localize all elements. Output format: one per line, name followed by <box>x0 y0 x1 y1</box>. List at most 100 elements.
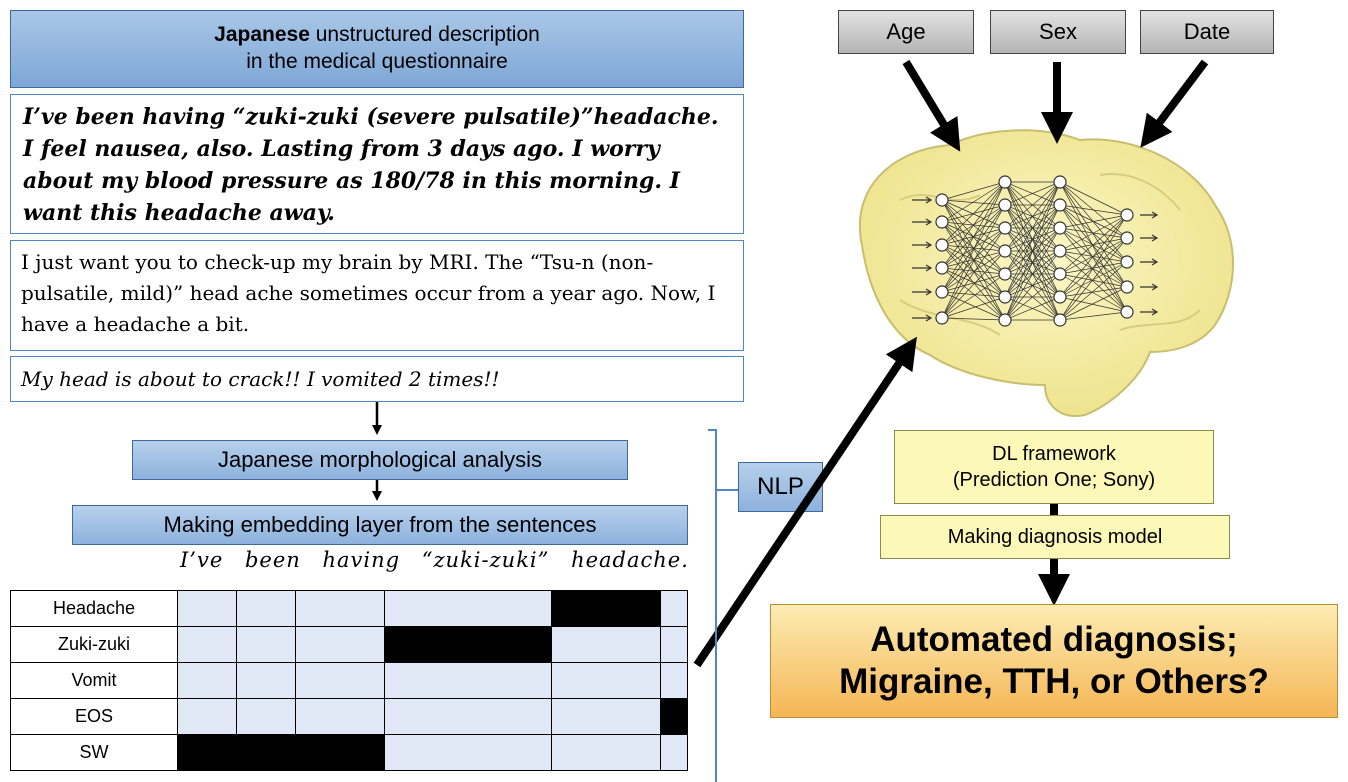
matrix-cell <box>295 590 385 627</box>
nn-connection <box>941 291 1006 298</box>
matrix-cell <box>551 662 661 699</box>
matrix-cell <box>177 590 237 627</box>
nn-connection <box>1059 250 1128 288</box>
questionnaire-sample-2: I just want you to check-up my brain by … <box>10 240 744 351</box>
nn-output-arrow <box>1140 308 1159 316</box>
sentence-word: having <box>322 548 401 572</box>
result-line1: Automated diagnosis; <box>870 620 1238 659</box>
nn-connection <box>1059 214 1128 321</box>
nn-connection <box>1059 181 1128 313</box>
embedding-layer-step: Making embedding layer from the sentence… <box>72 505 688 545</box>
matrix-cell <box>551 698 661 735</box>
matrix-row-label: Headache <box>10 590 178 627</box>
nn-node <box>1120 255 1134 269</box>
matrix-cell <box>177 662 237 699</box>
sentence-word: headache. <box>571 548 689 572</box>
nn-output-arrow <box>1140 234 1159 242</box>
nn-connection <box>941 181 1006 201</box>
nn-connection <box>941 181 1006 223</box>
nn-connection <box>1059 227 1128 263</box>
nn-connection <box>1059 204 1128 288</box>
nn-connection <box>941 250 1006 293</box>
diagnosis-model-box: Making diagnosis model <box>880 515 1230 559</box>
date-input-box: Date <box>1140 10 1274 54</box>
nn-connection <box>1004 204 1061 321</box>
nn-node <box>1053 267 1067 281</box>
matrix-cell-active <box>295 734 385 771</box>
matrix-cell <box>236 662 296 699</box>
nlp-bracket <box>708 429 717 782</box>
nn-connection <box>941 273 1006 319</box>
matrix-cell <box>384 698 552 735</box>
nn-connection <box>1004 181 1061 275</box>
nn-connection <box>1059 214 1128 275</box>
sentence-word: been <box>244 548 301 572</box>
nn-input-arrow <box>912 196 933 204</box>
nn-node <box>935 285 949 299</box>
nn-output-arrow <box>1140 211 1159 219</box>
nn-node <box>935 261 949 275</box>
matrix-cell-active <box>177 734 237 771</box>
nn-connection <box>1059 286 1128 321</box>
nn-connection <box>1004 181 1061 229</box>
matrix-cell <box>551 626 661 663</box>
nn-node <box>1053 244 1067 258</box>
dl-framework-subtitle: (Prediction One; Sony) <box>952 469 1156 491</box>
age-input-box: Age <box>838 10 974 54</box>
nn-input-arrow <box>912 314 933 322</box>
sex-input-box: Sex <box>990 10 1126 54</box>
nn-connection <box>1059 214 1128 229</box>
matrix-cell <box>660 734 688 771</box>
matrix-cell <box>660 626 688 663</box>
nn-connection <box>1059 250 1128 313</box>
nn-connection <box>1004 181 1061 252</box>
nn-connection <box>1059 204 1128 216</box>
nn-connection <box>1004 181 1061 321</box>
nn-connection <box>1004 181 1061 206</box>
nn-node <box>998 221 1012 235</box>
nn-connection <box>941 291 1006 321</box>
matrix-row: SW <box>10 734 688 771</box>
matrix-cell <box>660 662 688 699</box>
nn-connection <box>941 204 1006 319</box>
nn-node <box>1053 175 1067 189</box>
result-line2: Migraine, TTH, or Others? <box>839 662 1269 701</box>
nn-connection <box>1059 296 1128 313</box>
nn-node <box>935 215 949 229</box>
nn-node <box>935 193 949 207</box>
dl-framework-title: DL framework <box>992 443 1116 465</box>
nn-connection <box>941 227 1006 319</box>
nn-connection <box>1059 237 1128 321</box>
questionnaire-sample-1: I’ve been having “zuki-zuki (severe puls… <box>10 94 744 234</box>
nn-connection <box>1059 204 1128 263</box>
nn-connection <box>1004 250 1061 321</box>
sentence-word: I’ve <box>180 548 224 572</box>
arrow-age <box>902 59 961 152</box>
nn-connection <box>1004 296 1061 321</box>
nn-input-arrow <box>912 218 933 226</box>
nn-connection <box>1004 181 1061 298</box>
nn-node <box>1053 221 1067 235</box>
nn-node <box>998 290 1012 304</box>
matrix-row-label: Vomit <box>10 662 178 699</box>
nn-node <box>998 313 1012 327</box>
questionnaire-header: Japanese unstructured description in the… <box>10 10 744 88</box>
matrix-row: Vomit <box>10 662 688 699</box>
nn-connection <box>1059 273 1128 288</box>
nn-connection <box>1004 227 1061 321</box>
nn-input-arrow <box>912 241 933 249</box>
neural-network-icon <box>912 175 1159 327</box>
nn-node <box>1120 208 1134 222</box>
matrix-row-label: Zuki-zuki <box>10 626 178 663</box>
questionnaire-sample-3: My head is about to crack!! I vomited 2 … <box>10 356 744 402</box>
matrix-row: Headache <box>10 590 688 627</box>
nn-connection <box>941 181 1006 269</box>
matrix-row-label: SW <box>10 734 178 771</box>
nn-connection <box>1059 311 1128 321</box>
matrix-cell <box>177 698 237 735</box>
nn-node <box>935 238 949 252</box>
matrix-cell <box>384 662 552 699</box>
nn-connection <box>941 181 1006 319</box>
nn-connection <box>1059 261 1128 321</box>
matrix-cell-active <box>660 698 688 735</box>
